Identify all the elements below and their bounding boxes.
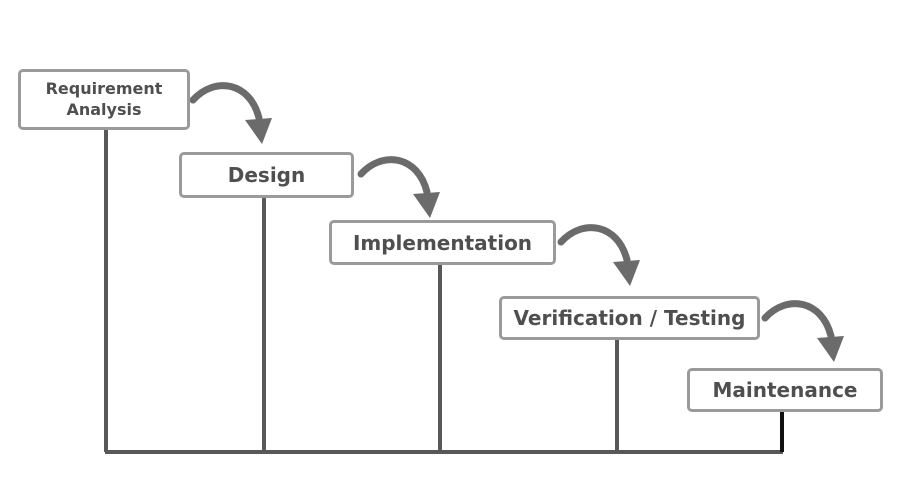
arrow-verification-to-maintenance: [761, 300, 844, 362]
stage-label: Maintenance: [712, 378, 858, 402]
stage-maintenance: Maintenance: [687, 368, 883, 412]
arrow-implementation-to-verification: [557, 224, 640, 286]
stage-requirement-analysis: Requirement Analysis: [18, 69, 190, 130]
stage-implementation: Implementation: [329, 220, 556, 265]
stage-label: Verification / Testing: [513, 306, 746, 330]
stage-label: Implementation: [352, 230, 533, 255]
arrow-design-to-implementation: [357, 156, 440, 218]
stage-design: Design: [179, 152, 354, 198]
arrow-requirement-to-design: [189, 82, 272, 144]
stage-label: Design: [227, 163, 306, 187]
stage-verification-testing: Verification / Testing: [499, 296, 760, 340]
stage-label: Requirement Analysis: [45, 78, 163, 119]
